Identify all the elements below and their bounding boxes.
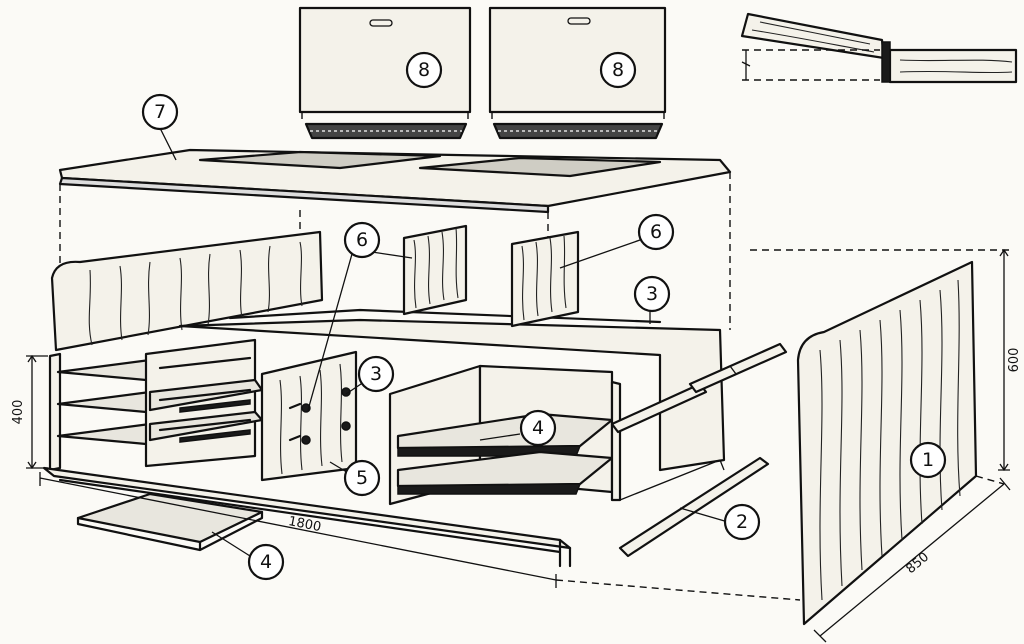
rail-upper (610, 342, 788, 434)
svg-text:3: 3 (646, 283, 658, 305)
dim-height-right: 600 (1007, 348, 1022, 373)
svg-text:4: 4 (532, 417, 544, 439)
right-shelf-unit (388, 364, 622, 506)
svg-text:6: 6 (650, 221, 662, 243)
base-plinth (42, 459, 725, 568)
svg-text:8: 8 (418, 59, 430, 81)
lid-right (488, 6, 667, 140)
svg-text:6: 6 (356, 229, 368, 251)
svg-text:4: 4 (260, 551, 272, 573)
divider-right (510, 230, 580, 328)
center-back-panel (178, 308, 726, 472)
callout-back-panel: 3 (633, 275, 671, 313)
back-long-panel (50, 230, 324, 352)
top-panel (58, 148, 732, 330)
lid-left (298, 6, 472, 140)
svg-text:7: 7 (154, 101, 166, 123)
callout-bottom-center: 5 (343, 459, 381, 497)
end-panel (796, 260, 978, 626)
hinge-detail-inset (740, 12, 1018, 84)
callout-divider-right: 6 (637, 213, 675, 251)
callout-shelf-right: 4 (519, 409, 557, 447)
center-divider (260, 350, 358, 482)
dim-depth: 850 (903, 550, 932, 577)
dimension-lines (26, 248, 1011, 643)
svg-text:5: 5 (356, 467, 368, 489)
divider-left (402, 224, 468, 316)
dim-height-left: 400 (11, 400, 26, 425)
dimension-labels: 400 1800 600 850 (11, 348, 1022, 577)
callout-center-panel: 3 (357, 355, 395, 393)
callout-top-panel: 7 (141, 93, 179, 131)
svg-text:3: 3 (370, 363, 382, 385)
loose-shelf-front (76, 492, 264, 552)
svg-text:8: 8 (612, 59, 624, 81)
rail-lower (618, 456, 770, 558)
callout-lid-right: 8 (599, 51, 637, 89)
callout-rail: 2 (723, 503, 761, 541)
callout-divider-left: 6 (343, 221, 381, 259)
callout-shelf-front: 4 (247, 543, 285, 581)
left-shelf-unit (48, 338, 264, 472)
svg-text:1: 1 (922, 449, 934, 471)
dim-length: 1800 (287, 514, 322, 535)
callout-lid-left: 8 (405, 51, 443, 89)
callout-end-panel: 1 (909, 441, 947, 479)
svg-text:2: 2 (736, 511, 748, 533)
